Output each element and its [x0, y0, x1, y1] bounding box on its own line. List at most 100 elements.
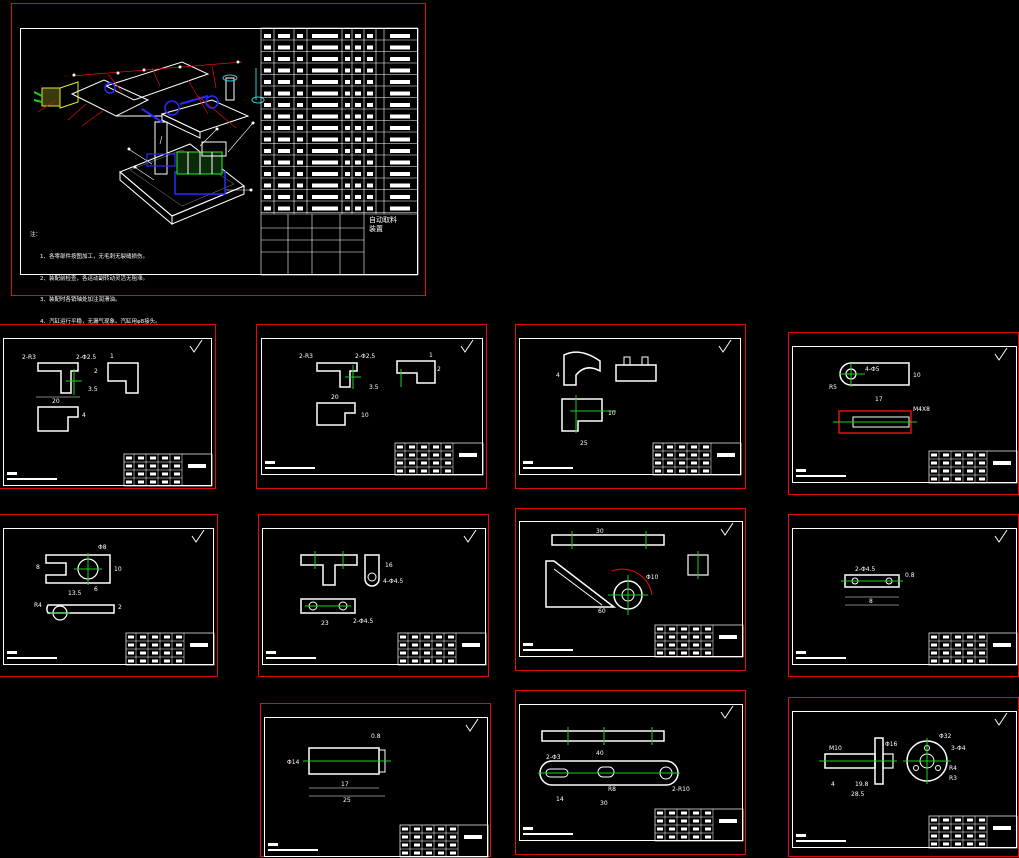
part-drawing-sheet-3[interactable]: 4 25 10: [515, 324, 746, 489]
part-drawing-4: R5 4-Φ5 17 10 M4X8: [796, 347, 1018, 484]
table-cell-mark: [367, 45, 373, 50]
table-cell-mark: [355, 45, 361, 50]
dim-label: R5: [829, 384, 837, 391]
table-cell-mark: [278, 68, 290, 73]
title-block: [399, 824, 489, 858]
table-cell-mark: [345, 206, 350, 211]
table-cell-mark: [264, 195, 271, 199]
table-cell-mark: [297, 160, 303, 165]
part-drawing-sheet-11[interactable]: Φ32 Φ16 3-Φ4 R4 R3 M10 4 19.8 28.5: [788, 697, 1019, 857]
part-drawing-sheet-10[interactable]: 40 2-Φ3 R8 2-R10 30 14: [515, 690, 746, 855]
drawing-frame: [3, 338, 212, 486]
table-cell-mark: [355, 68, 361, 73]
part-drawing-6: 23 2-Φ4.5 16 4-Φ4.5: [266, 529, 487, 666]
title-block: [123, 453, 213, 487]
drawing-frame: [519, 704, 743, 841]
dim-label: 2-Φ3: [546, 754, 561, 761]
table-cell-mark: [355, 126, 361, 130]
table-cell-mark: [264, 126, 271, 130]
part-drawing-sheet-6[interactable]: 23 2-Φ4.5 16 4-Φ4.5: [258, 514, 489, 677]
table-cell-mark: [345, 149, 350, 153]
table-cell-mark: [264, 68, 271, 73]
table-cell-mark: [367, 91, 373, 96]
dim-label: 2-R10: [672, 786, 690, 793]
dim-label: 3.5: [369, 384, 379, 391]
note-line: 4、汽缸运行平稳，无漏气现象。汽缸用φ8接头。: [40, 318, 161, 325]
table-cell-mark: [312, 195, 338, 199]
parts-list-table: [261, 34, 418, 213]
dim-label: 2-Φ2.5: [76, 354, 96, 361]
part-drawing-sheet-9[interactable]: Φ14 17 25 0.8: [260, 703, 491, 858]
table-cell-mark: [390, 172, 410, 176]
table-cell-mark: [355, 57, 361, 61]
table-cell-mark: [278, 206, 290, 211]
table-cell-mark: [278, 80, 290, 84]
signature-mark: [7, 657, 57, 659]
dim-label: 20: [331, 394, 339, 401]
technical-notes: 注： 1、各零部件按图加工，无毛刺无裂缝损伤。 2、装配前检查，各运动副转动灵活…: [30, 218, 161, 340]
signature-mark: [796, 469, 806, 472]
table-cell-mark: [390, 206, 410, 211]
part-drawing-1: 2-R3 2-Φ2.5 1 3.5 20 2 4: [7, 339, 213, 487]
table-cell-mark: [390, 68, 410, 73]
dim-label: 4: [556, 372, 560, 379]
table-cell-mark: [264, 114, 271, 119]
part-drawing-sheet-4[interactable]: R5 4-Φ5 17 10 M4X8: [788, 332, 1019, 495]
part-drawing-sheet-7[interactable]: 60 30 Φ10: [515, 508, 746, 671]
signature-mark: [266, 651, 276, 654]
dim-label: 10: [114, 566, 122, 573]
dim-label: 28.5: [851, 791, 865, 798]
dim-label: 19.8: [855, 781, 869, 788]
signature-mark: [266, 657, 316, 659]
drawing-frame: [519, 521, 743, 657]
table-cell-mark: [297, 126, 303, 130]
table-cell-mark: [355, 195, 361, 199]
table-cell-mark: [355, 206, 361, 211]
table-cell-mark: [367, 183, 373, 188]
table-cell-mark: [390, 183, 410, 188]
part-drawing-sheet-8[interactable]: 2-Φ4.5 0.8 8: [788, 514, 1019, 677]
table-cell-mark: [355, 91, 361, 96]
table-cell-mark: [264, 91, 271, 96]
title-block: [394, 442, 484, 476]
dim-label: 40: [596, 750, 604, 757]
dim-label: 2-Φ2.5: [355, 353, 375, 360]
drawing-frame: [519, 338, 741, 475]
table-cell-mark: [297, 149, 303, 153]
table-cell-mark: [264, 103, 271, 107]
signature-mark: [265, 467, 315, 469]
part-drawing-sheet-1[interactable]: 2-R3 2-Φ2.5 1 3.5 20 2 4: [0, 324, 216, 489]
title-block: [652, 442, 742, 476]
drawing-title: 自动取料 装置: [369, 216, 397, 233]
table-cell-mark: [345, 172, 350, 176]
table-cell-mark: [390, 91, 410, 96]
table-cell-mark: [345, 137, 350, 142]
table-cell-mark: [345, 34, 350, 38]
signature-mark: [523, 833, 573, 835]
table-cell-mark: [312, 68, 338, 73]
table-cell-mark: [264, 206, 271, 211]
table-cell-mark: [355, 114, 361, 119]
title-block: [397, 632, 487, 666]
table-cell-mark: [367, 126, 373, 130]
part-drawing-sheet-5[interactable]: Φ8 13.5 10 8 R4 2 6: [0, 514, 218, 677]
table-cell-mark: [390, 149, 410, 153]
assembly-drawing-sheet[interactable]: 注： 1、各零部件按图加工，无毛刺无裂缝损伤。 2、装配前检查，各运动副转动灵活…: [11, 3, 426, 325]
dim-label: 4-Φ4.5: [383, 578, 403, 585]
surface-roughness-symbol: [460, 339, 474, 353]
title-block: [928, 815, 1018, 849]
signature-mark: [796, 840, 846, 842]
signature-mark: [523, 649, 573, 651]
table-cell-mark: [297, 114, 303, 119]
table-cell-mark: [345, 160, 350, 165]
table-cell-mark: [367, 206, 373, 211]
dim-label: 25: [580, 440, 588, 447]
dim-label: 0.8: [905, 572, 915, 579]
table-cell-mark: [355, 149, 361, 153]
dim-label: 17: [875, 396, 883, 403]
title-block: [928, 450, 1018, 484]
signature-mark: [796, 475, 846, 477]
assembly-drawing-frame: [20, 28, 418, 275]
part-drawing-sheet-2[interactable]: 2-R3 2-Φ2.5 1 3.5 20 2 10: [256, 324, 487, 489]
table-cell-mark: [297, 80, 303, 84]
